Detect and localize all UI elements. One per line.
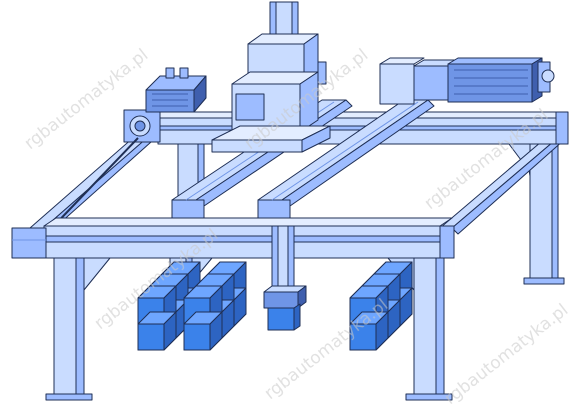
- box-front-face: [137, 323, 165, 351]
- drive-shaft: [47, 137, 139, 233]
- back-drive-motor: [123, 67, 207, 143]
- watermark-text-6: rgbautomatyka.pl: [441, 300, 572, 407]
- gripper-tool: [263, 225, 307, 331]
- z-axis-carriage-body: [211, 71, 331, 153]
- left-side-rail: [29, 129, 161, 233]
- box-front-face: [349, 323, 377, 351]
- box-stack-right: [349, 261, 413, 351]
- y-axis-rail-right: [257, 99, 435, 227]
- box-front-face: [183, 323, 211, 351]
- front-left-leg: [45, 257, 111, 401]
- box-stack-left-b: [183, 261, 247, 351]
- y-axis-motor: [379, 57, 555, 105]
- front-beam: [11, 217, 455, 259]
